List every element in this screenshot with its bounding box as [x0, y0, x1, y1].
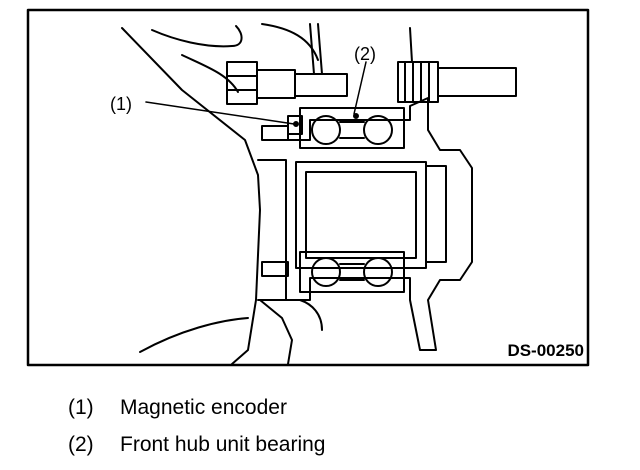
- legend-text: Magnetic encoder: [120, 396, 287, 419]
- callout-1-leader: [145, 101, 295, 125]
- encoder-ring: [261, 115, 303, 277]
- wheel-stud: [397, 27, 517, 103]
- figure-frame: [26, 8, 590, 367]
- hub-bearing-diagram: (1) (2) DS-00250: [26, 8, 590, 367]
- legend-number: (1): [68, 396, 94, 419]
- callout-2-label: (2): [354, 44, 376, 64]
- legend-text: Front hub unit bearing: [120, 433, 326, 456]
- legend-item-magnetic-encoder: (1) Magnetic encoder: [68, 395, 287, 421]
- callout-1-label: (1): [110, 94, 132, 114]
- knuckle-bolt: [226, 23, 348, 105]
- callout-2-leader: [353, 61, 367, 115]
- legend-item-front-hub-unit-bearing: (2) Front hub unit bearing: [68, 432, 325, 458]
- bearing-lower: [299, 251, 405, 293]
- legend-number: (2): [68, 433, 94, 456]
- figure-id: DS-00250: [507, 341, 584, 360]
- hub-body: [285, 97, 473, 351]
- bearing-upper: [299, 107, 405, 149]
- knuckle-outline: [121, 23, 323, 365]
